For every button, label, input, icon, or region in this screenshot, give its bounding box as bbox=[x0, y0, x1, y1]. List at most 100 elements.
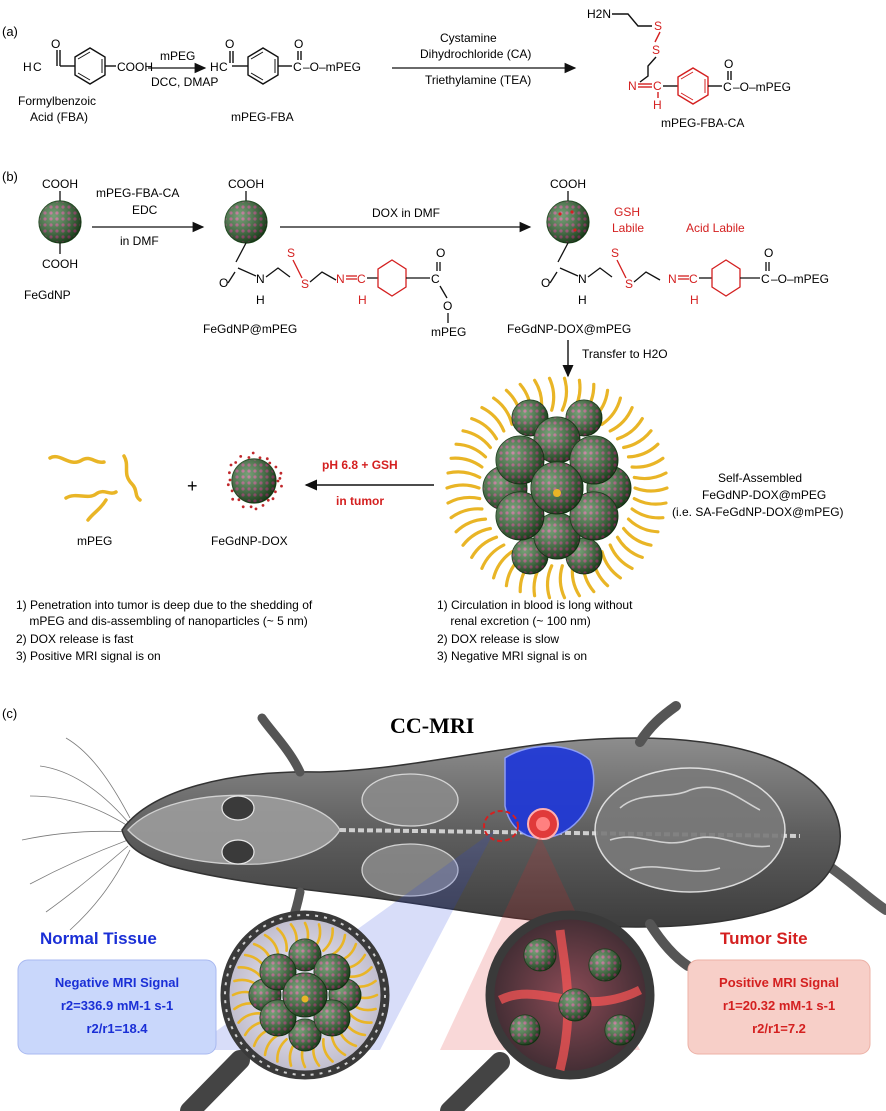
gsh-label-1: GSH bbox=[614, 205, 640, 219]
fegdnp-particle: COOH COOH FeGdNP bbox=[24, 177, 82, 302]
pos-ratio: r2/r1=7.2 bbox=[752, 1021, 806, 1036]
whiskers bbox=[21, 737, 131, 931]
fba-molecule: O H C COOH Formylbenzoic Acid (FBA) bbox=[18, 37, 153, 124]
fm-n: N bbox=[256, 272, 265, 286]
fdm-s2: S bbox=[625, 277, 633, 291]
pos-r1: r1=20.32 mM-1 s-1 bbox=[723, 998, 835, 1013]
fdm-s1: S bbox=[611, 246, 619, 260]
fegdnp-mpeg-name: FeGdNP@mPEG bbox=[203, 322, 297, 336]
step2-line2: Dihydrochloride (CA) bbox=[420, 47, 531, 61]
mpegfba-o2: O bbox=[294, 37, 303, 51]
fegdnp-dox-particle bbox=[226, 451, 283, 511]
left-note-3: 3) Positive MRI signal is on bbox=[16, 649, 161, 663]
fdm-n: N bbox=[578, 272, 587, 286]
panel-c: (c) CC-MRI bbox=[2, 701, 886, 1111]
tumor-site-label: Tumor Site bbox=[720, 929, 808, 948]
mpeg-fba-molecule: O H C C O –O–mPEG mPEG-FBA bbox=[210, 37, 361, 124]
left-note-1: 1) Penetration into tumor is deep due to… bbox=[16, 598, 313, 612]
fdm-c2: C bbox=[761, 272, 770, 286]
panel-a: (a) O H C COOH Formylbenzoic Acid (FBA) … bbox=[2, 7, 791, 130]
fdm-o2: O bbox=[764, 246, 773, 260]
gsh-label-2: Labile bbox=[612, 221, 644, 235]
ca-o: O bbox=[724, 57, 733, 71]
panel-c-title: CC-MRI bbox=[390, 713, 474, 738]
negative-signal-box: Negative MRI Signal r2=336.9 mM-1 s-1 r2… bbox=[17, 959, 217, 1055]
right-note-3: 3) Negative MRI signal is on bbox=[437, 649, 587, 663]
mpegfba-c2: C bbox=[293, 60, 302, 74]
transfer-label: Transfer to H2O bbox=[582, 347, 668, 361]
fba-c: C bbox=[33, 60, 42, 74]
self-assembled-cluster bbox=[445, 376, 669, 600]
right-note-1: 1) Circulation in blood is long without bbox=[437, 598, 633, 612]
fm-s2: S bbox=[301, 277, 309, 291]
mpegfba-ompeg: –O–mPEG bbox=[303, 60, 361, 74]
fegdnp-name: FeGdNP bbox=[24, 288, 71, 302]
positive-signal-box: Positive MRI Signal r1=20.32 mM-1 s-1 r2… bbox=[687, 959, 871, 1055]
neg-title: Negative MRI Signal bbox=[55, 975, 179, 990]
step1-conditions: DCC, DMAP bbox=[151, 75, 218, 89]
ca-h2n: H2N bbox=[587, 7, 611, 21]
panel-b-label: (b) bbox=[2, 169, 18, 184]
free-mpeg-chains bbox=[48, 454, 142, 522]
mpegfbaca-name: mPEG-FBA-CA bbox=[661, 116, 744, 130]
fm-o3: O bbox=[443, 299, 452, 313]
acid-labile-label: Acid Labile bbox=[686, 221, 745, 235]
ca-c2: C bbox=[723, 80, 732, 94]
ca-n: N bbox=[628, 79, 637, 93]
right-note-1b: renal excretion (~ 100 nm) bbox=[437, 614, 591, 628]
fm-c: C bbox=[357, 272, 366, 286]
fdm-ompeg: –O–mPEG bbox=[771, 272, 829, 286]
tumor-condition-1: pH 6.8 + GSH bbox=[322, 458, 398, 472]
fm-o: O bbox=[219, 276, 228, 290]
fegdnp-mpeg-structure: COOH O N H S S N C H C O O bbox=[203, 177, 466, 339]
b-reagent-2: EDC bbox=[132, 203, 158, 217]
fm-cooh: COOH bbox=[228, 177, 264, 191]
dox-in-dmf: DOX in DMF bbox=[372, 206, 440, 220]
fm-c2: C bbox=[431, 272, 440, 286]
mpegfba-name: mPEG-FBA bbox=[231, 110, 294, 124]
right-note-2: 2) DOX release is slow bbox=[437, 632, 559, 646]
fm-s1: S bbox=[287, 246, 295, 260]
fm-o2: O bbox=[436, 246, 445, 260]
ca-ompeg: –O–mPEG bbox=[733, 80, 791, 94]
left-note-2: 2) DOX release is fast bbox=[16, 632, 134, 646]
fba-oxygen: O bbox=[51, 37, 60, 51]
panel-b: (b) COOH COOH FeGdNP mPEG-FBA-CA EDC in … bbox=[2, 169, 844, 663]
b-reagent-3: in DMF bbox=[120, 234, 159, 248]
panel-c-label: (c) bbox=[2, 706, 17, 721]
fm-h: H bbox=[256, 293, 265, 307]
normal-tissue-label: Normal Tissue bbox=[40, 929, 157, 948]
fdm-c: C bbox=[689, 272, 698, 286]
fegdnp-cooh-bottom: COOH bbox=[42, 257, 78, 271]
fegdnp-dox-mpeg-name: FeGdNP-DOX@mPEG bbox=[507, 322, 631, 336]
b-reagent-1: mPEG-FBA-CA bbox=[96, 186, 179, 200]
neg-ratio: r2/r1=18.4 bbox=[86, 1021, 148, 1036]
mouse-illustration bbox=[21, 701, 886, 971]
sa-label-3: (i.e. SA-FeGdNP-DOX@mPEG) bbox=[672, 505, 844, 519]
mpegfba-c: C bbox=[219, 60, 228, 74]
fba-hc: H bbox=[23, 60, 32, 74]
fdm-h2: H bbox=[690, 293, 699, 307]
ca-c: C bbox=[653, 79, 662, 93]
ca-s2: S bbox=[652, 43, 660, 57]
mpeg-fba-ca-molecule: H2N S S N C H C O –O–mPEG mPEG-FBA-CA bbox=[587, 7, 791, 130]
magnifier-normal bbox=[180, 910, 390, 1111]
sa-label-2: FeGdNP-DOX@mPEG bbox=[702, 488, 826, 502]
fba-cooh: COOH bbox=[117, 60, 153, 74]
magnifier-tumor bbox=[440, 910, 655, 1111]
mpegfba-h: H bbox=[210, 60, 219, 74]
panel-a-label: (a) bbox=[2, 24, 18, 39]
sa-label-1: Self-Assembled bbox=[718, 471, 802, 485]
mpegfba-o1: O bbox=[225, 37, 234, 51]
fegdnp-cooh-top: COOH bbox=[42, 177, 78, 191]
step2-line3: Triethylamine (TEA) bbox=[425, 73, 531, 87]
fdm-o: O bbox=[541, 276, 550, 290]
fegdnp-dox-label: FeGdNP-DOX bbox=[211, 534, 288, 548]
fegdnp-dox-mpeg-structure: COOH O N H S S N C H C O –O–m bbox=[507, 177, 829, 336]
fdm-cooh: COOH bbox=[550, 177, 586, 191]
step1-reagent: mPEG bbox=[160, 49, 195, 63]
tumor-condition-2: in tumor bbox=[336, 494, 384, 508]
pos-title: Positive MRI Signal bbox=[719, 975, 839, 990]
fm-n2: N bbox=[336, 272, 345, 286]
